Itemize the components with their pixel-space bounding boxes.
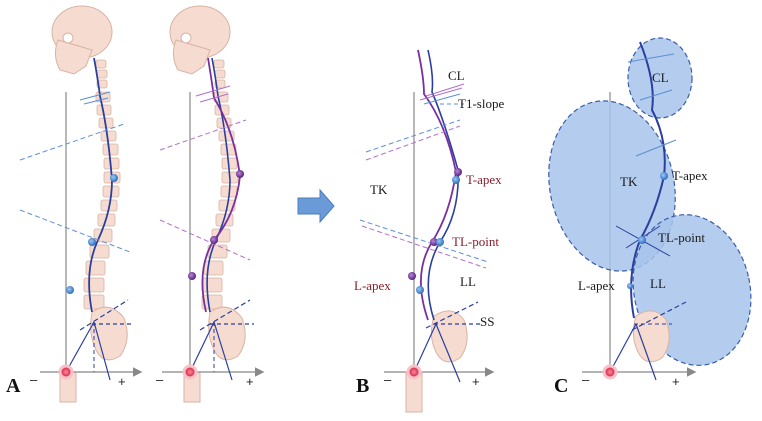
skull-icon [169, 5, 231, 75]
spine-curve-purple [417, 49, 457, 321]
label-b-l-apex: L-apex [354, 278, 391, 293]
t-apex-dot [110, 174, 118, 182]
right-arrow-icon [297, 188, 335, 224]
tl-point-dot [638, 236, 646, 244]
l-apex-dot [627, 283, 633, 289]
label-b-tl-point: TL-point [452, 234, 499, 249]
axis-plus-a2: + [246, 374, 254, 389]
label-c-t-apex: T-apex [672, 168, 708, 183]
panel-a-letter: A [6, 375, 21, 397]
hip-origin-icon [182, 364, 198, 380]
pelvis-icon [90, 306, 128, 361]
panel-b: CL T1-slope TK T-apex TL-point LL L-apex… [354, 49, 504, 413]
t-apex-dot-blue [452, 176, 460, 184]
tl-point-dot [430, 238, 438, 246]
panel-c-letter: C [554, 375, 568, 397]
label-b-tk: TK [370, 182, 388, 197]
label-c-ll: LL [650, 276, 666, 291]
t-apex-dot [660, 172, 668, 180]
axis-plus-c: + [672, 374, 680, 389]
l-apex-dot [66, 286, 74, 294]
axis-minus-a1: – [30, 372, 38, 387]
label-c-tk: TK [620, 174, 638, 189]
pelvis-icon [208, 306, 246, 361]
label-b-ss: SS [480, 314, 494, 329]
spine-curve-blue [206, 57, 231, 313]
pelvis-icon [430, 310, 468, 363]
t-apex-dot [454, 168, 462, 176]
hip-origin-icon [602, 364, 618, 380]
tl-point-dot-blue [436, 238, 444, 246]
t-apex-dot [236, 170, 244, 178]
axis-minus-b: – [384, 372, 392, 387]
hip-origin-icon [406, 364, 422, 380]
tk-ellipse [548, 100, 676, 272]
skull-icon [51, 5, 113, 75]
l-apex-dot [408, 272, 416, 280]
panel-a-right-skeleton: – + [156, 5, 265, 403]
label-c-tl-point: TL-point [658, 230, 705, 245]
panel-a-left-skeleton: A – + [6, 5, 143, 403]
label-b-cl: CL [448, 68, 465, 83]
axis-plus-b: + [472, 374, 480, 389]
hip-origin-icon [58, 364, 74, 380]
label-b-ll: LL [460, 274, 476, 289]
cl-ellipse [627, 37, 693, 119]
panel-c: CL TK T-apex TL-point L-apex LL C – + [548, 37, 752, 397]
tl-point-dot [88, 238, 96, 246]
tl-point-dot [210, 236, 218, 244]
label-b-t-apex: T-apex [466, 172, 502, 187]
axis-plus-a1: + [118, 374, 126, 389]
panel-b-letter: B [356, 375, 369, 397]
axis-minus-a2: – [156, 372, 164, 387]
pelvis-icon [632, 310, 670, 363]
l-apex-dot [188, 272, 196, 280]
label-c-cl: CL [652, 70, 669, 85]
label-c-l-apex: L-apex [578, 278, 615, 293]
label-b-t1-slope: T1-slope [458, 96, 504, 111]
axis-minus-c: – [582, 372, 590, 387]
l-apex-dot-blue [416, 286, 424, 294]
